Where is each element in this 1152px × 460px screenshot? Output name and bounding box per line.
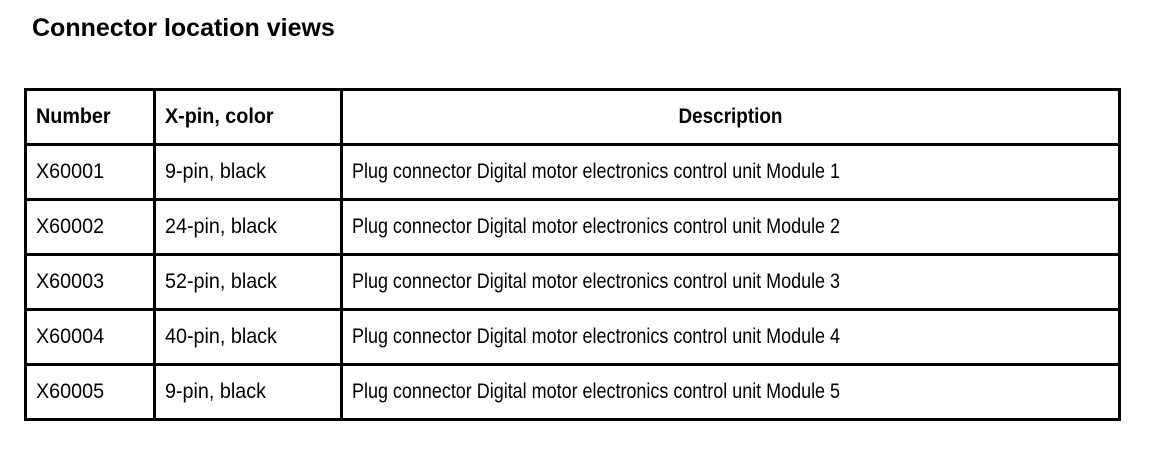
column-header-description: Description [340, 88, 1121, 146]
cell-number: X60004 [24, 308, 156, 366]
column-header-description-label: Description [678, 105, 783, 128]
cell-description: Plug connector Digital motor electronics… [340, 143, 1121, 201]
cell-description: Plug connector Digital motor electronics… [340, 308, 1121, 366]
connector-description: Plug connector Digital motor electronics… [352, 160, 841, 183]
connector-number: X60003 [36, 270, 105, 293]
column-header-number: Number [24, 88, 156, 146]
connector-number: X60001 [36, 160, 105, 183]
cell-description: Plug connector Digital motor electronics… [340, 198, 1121, 256]
connector-description: Plug connector Digital motor electronics… [352, 270, 841, 293]
connector-table-container: Number X-pin, color Description X60001 [24, 88, 1121, 421]
table-header-row: Number X-pin, color Description [24, 88, 1121, 146]
connector-number: X60005 [36, 380, 105, 403]
cell-xpin-color: 52-pin, black [153, 253, 343, 311]
table-row: X60002 24-pin, black Plug connector Digi… [24, 198, 1121, 256]
cell-number: X60003 [24, 253, 156, 311]
connector-number: X60004 [36, 325, 105, 348]
connector-location-table: Number X-pin, color Description X60001 [24, 88, 1121, 421]
cell-number: X60002 [24, 198, 156, 256]
cell-xpin-color: 9-pin, black [153, 143, 343, 201]
connector-pin-color: 24-pin, black [165, 215, 277, 238]
table-body: X60001 9-pin, black Plug connector Digit… [24, 143, 1121, 421]
connector-pin-color: 52-pin, black [165, 270, 277, 293]
cell-xpin-color: 40-pin, black [153, 308, 343, 366]
table-row: X60003 52-pin, black Plug connector Digi… [24, 253, 1121, 311]
column-header-xpin-color-label: X-pin, color [165, 105, 274, 128]
cell-xpin-color: 9-pin, black [153, 363, 343, 421]
connector-pin-color: 40-pin, black [165, 325, 277, 348]
table-row: X60005 9-pin, black Plug connector Digit… [24, 363, 1121, 421]
cell-description: Plug connector Digital motor electronics… [340, 253, 1121, 311]
connector-description: Plug connector Digital motor electronics… [352, 380, 841, 403]
column-header-number-label: Number [36, 105, 111, 128]
table-row: X60004 40-pin, black Plug connector Digi… [24, 308, 1121, 366]
table-row: X60001 9-pin, black Plug connector Digit… [24, 143, 1121, 201]
connector-pin-color: 9-pin, black [165, 380, 266, 403]
connector-description: Plug connector Digital motor electronics… [352, 325, 841, 348]
connector-number: X60002 [36, 215, 105, 238]
column-header-xpin-color: X-pin, color [153, 88, 343, 146]
cell-description: Plug connector Digital motor electronics… [340, 363, 1121, 421]
connector-pin-color: 9-pin, black [165, 160, 266, 183]
page-title: Connector location views [32, 14, 335, 42]
cell-number: X60005 [24, 363, 156, 421]
cell-number: X60001 [24, 143, 156, 201]
connector-description: Plug connector Digital motor electronics… [352, 215, 841, 238]
table-header: Number X-pin, color Description [24, 88, 1121, 146]
cell-xpin-color: 24-pin, black [153, 198, 343, 256]
